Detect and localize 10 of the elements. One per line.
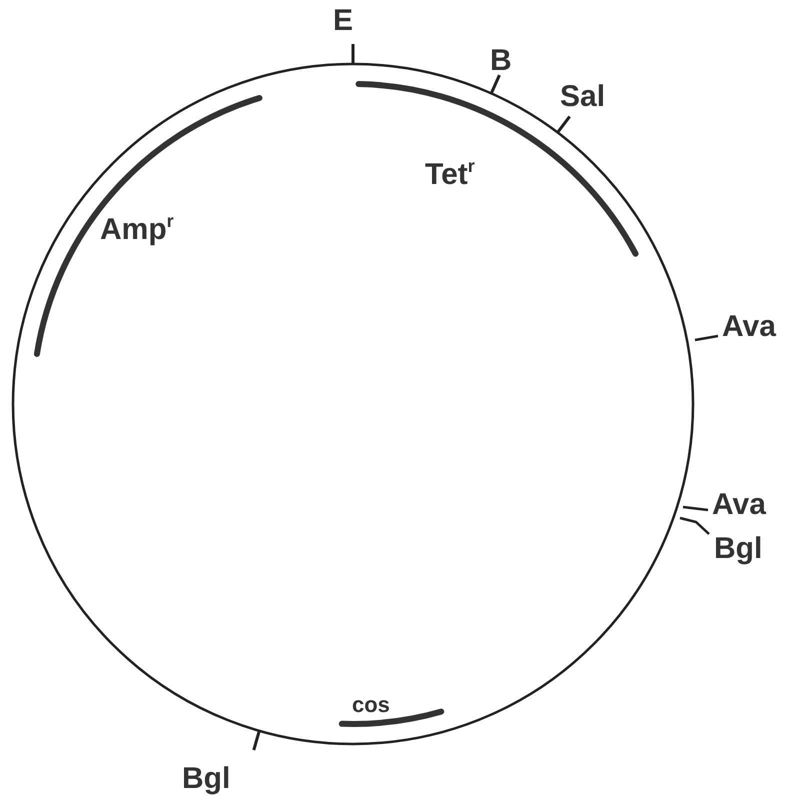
site-label: Ava bbox=[722, 312, 776, 342]
site-label: Sal bbox=[560, 82, 606, 112]
site-label: Bgl bbox=[714, 534, 762, 564]
site-label: E bbox=[333, 6, 354, 36]
site-label: B bbox=[490, 46, 512, 76]
gene-label: Tet$^{r}$ bbox=[425, 160, 475, 190]
site-label: Bgl bbox=[182, 764, 230, 794]
gene-label: cos bbox=[352, 694, 390, 716]
gene-label: Amp$^{r}$ bbox=[100, 215, 174, 245]
site-label: Ava bbox=[712, 490, 766, 520]
